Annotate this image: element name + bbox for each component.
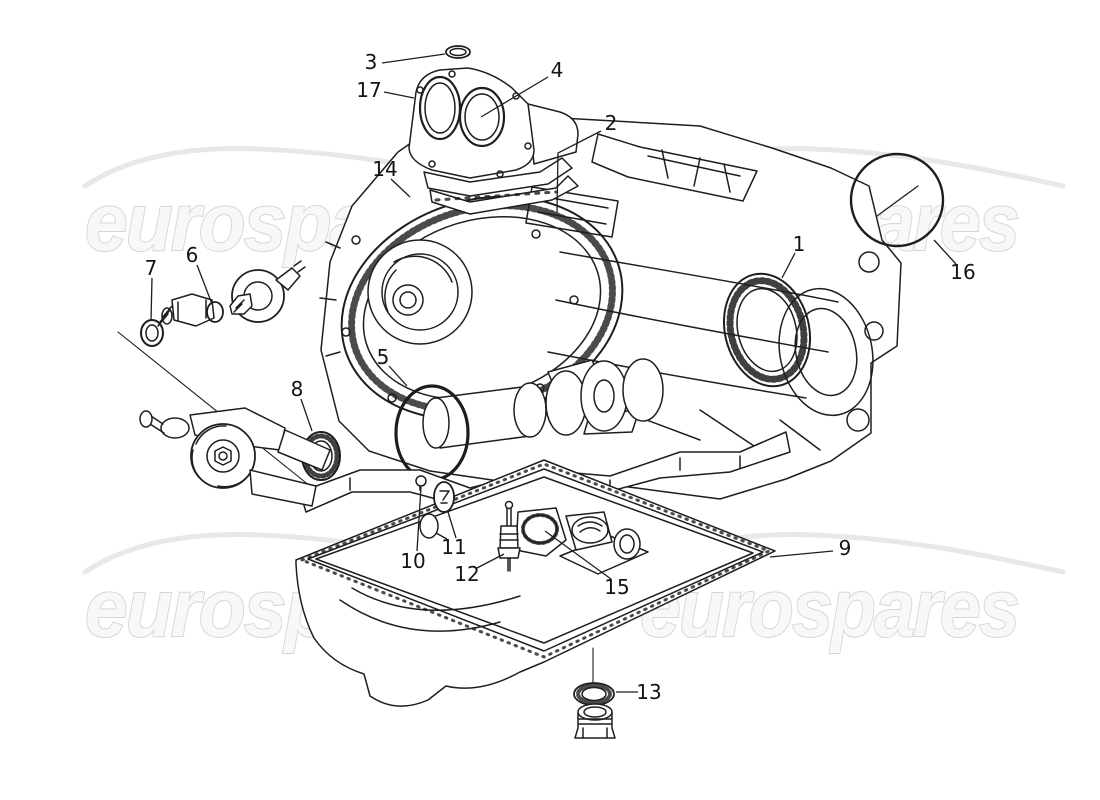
- callout-label-2: 2: [605, 111, 618, 135]
- callout-label-7: 7: [145, 256, 158, 280]
- callout-leader-8: [300, 398, 313, 432]
- callout-leader-16: [933, 239, 957, 265]
- callout-label-13: 13: [636, 680, 661, 704]
- callout-label-16: 16: [950, 260, 975, 284]
- callout-label-10: 10: [400, 549, 425, 573]
- callout-label-6: 6: [186, 243, 199, 267]
- callout-label-12: 12: [454, 562, 479, 586]
- callout-leader-11: [435, 532, 448, 540]
- callout-label-1: 1: [793, 232, 806, 256]
- callout-leader-7: [150, 277, 153, 322]
- seal-ring-16: [849, 152, 945, 248]
- callout-label-11: 11: [441, 535, 466, 559]
- callout-label-4: 4: [551, 58, 564, 82]
- callout-leader-5: [388, 365, 408, 387]
- callout-leader-10: [416, 486, 422, 552]
- callout-leader-14: [390, 178, 411, 198]
- end-cover: [408, 67, 535, 179]
- watermark-text: eurospares: [640, 563, 1018, 654]
- engine-line-art: [117, 45, 945, 739]
- callout-leader-3: [381, 53, 446, 64]
- callout-label-3: 3: [365, 50, 378, 74]
- callout-label-8: 8: [291, 377, 304, 401]
- callout-label-17: 17: [356, 78, 381, 102]
- callout-leader-9: [769, 550, 834, 558]
- callout-leader-1: [781, 252, 796, 279]
- callout-label-14: 14: [372, 157, 397, 181]
- callout-leader-17: [383, 91, 415, 99]
- callout-leader-2: [556, 130, 602, 213]
- callout-leader-12: [476, 553, 505, 569]
- oil-pan: [295, 459, 776, 707]
- callout-label-9: 9: [839, 536, 852, 560]
- callout-leader-4: [480, 76, 549, 118]
- callout-leader-15: [544, 530, 612, 580]
- callout-leader-11: [447, 511, 457, 539]
- callout-leader-6: [196, 264, 213, 305]
- callout-label-15: 15: [604, 575, 629, 599]
- callout-label-5: 5: [377, 345, 390, 369]
